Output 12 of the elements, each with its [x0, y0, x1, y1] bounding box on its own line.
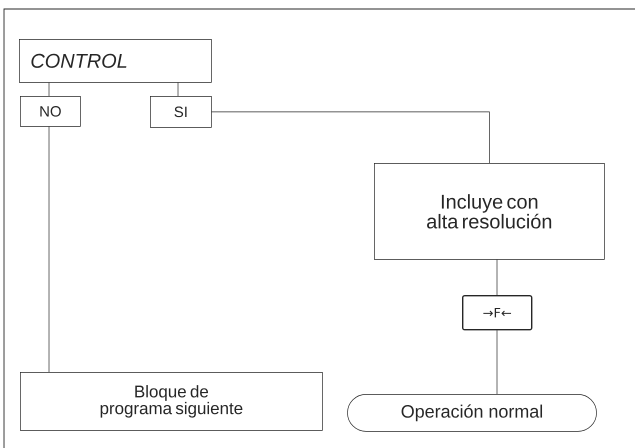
- process-box: Incluye con alta resolución: [374, 163, 605, 260]
- connector-line: [48, 126, 50, 372]
- option-box: SI: [150, 96, 212, 128]
- connector-line: [496, 330, 498, 394]
- key-box: →F←: [462, 295, 532, 330]
- terminal-box: Operación normal: [347, 394, 597, 432]
- connector-line: [48, 82, 50, 96]
- heading-box: CONTROL: [19, 39, 212, 83]
- connector-line: [211, 112, 490, 164]
- option-box: NO: [20, 96, 81, 127]
- connector-line: [496, 259, 498, 296]
- process-box: Bloque de programa siguiente: [20, 372, 323, 431]
